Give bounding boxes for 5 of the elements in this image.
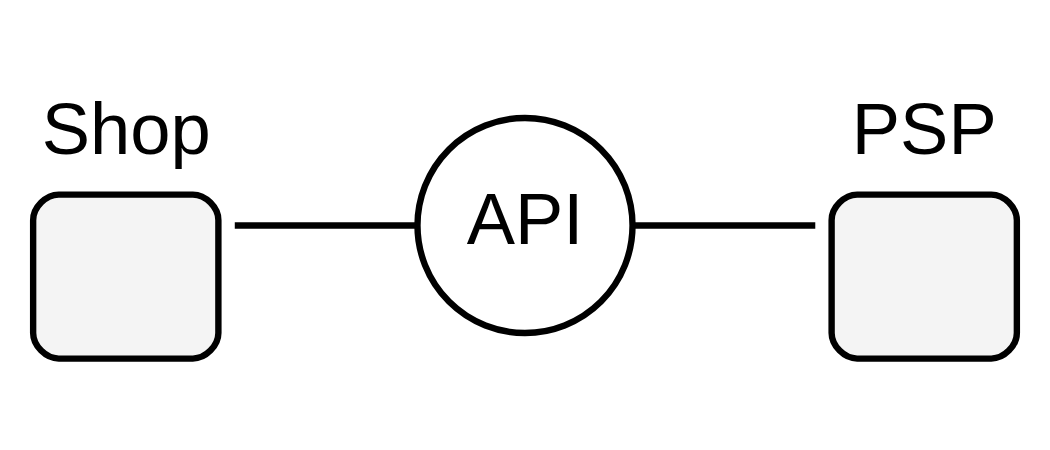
connector xyxy=(632,221,816,229)
connector xyxy=(234,221,418,229)
node-circle: API xyxy=(414,114,636,336)
node-label: PSP xyxy=(851,87,997,169)
node-label: Shop xyxy=(41,87,211,169)
